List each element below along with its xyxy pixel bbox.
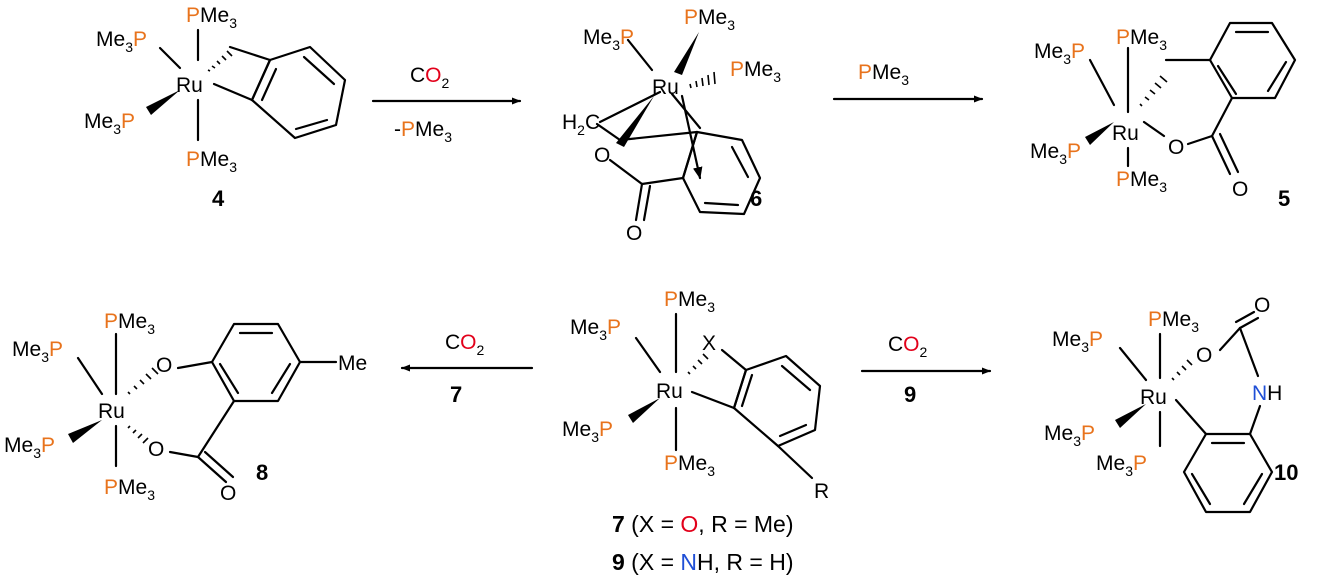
compound-10: PMe3 O Me3P O NH Ru Me3P Me3P 10 [1044, 294, 1298, 514]
methyl-label: Me [338, 352, 367, 375]
ru-label: Ru [656, 380, 683, 403]
me3p-label: Me3P [570, 316, 621, 343]
reaction-arrow-2: PMe3 [832, 61, 984, 103]
arrow-reagent-below: -PMe3 [394, 118, 452, 145]
compound-8: PMe3 Me3P O Ru Me3P O PMe3 O Me 8 [4, 310, 367, 505]
pme3-label: PMe3 [730, 58, 781, 85]
me3p-label: Me3P [12, 338, 63, 365]
arrow-reagent-above: PMe3 [858, 61, 909, 88]
pme3-label: PMe3 [104, 310, 155, 337]
compound-number: 5 [1278, 186, 1290, 211]
me3p-label: Me3P [1034, 40, 1085, 67]
compound-number: 8 [256, 460, 268, 485]
ch2-label: H2C [562, 111, 600, 138]
arrow-reagent-below: 7 [450, 382, 462, 407]
carbonyl-oxygen-label: O [1254, 294, 1270, 317]
compound-9-caption: 9 (X = NH, R = H) [612, 549, 794, 575]
compound-6: Me3P PMe3 PMe3 Ru H2C O O 6 [562, 6, 781, 245]
reaction-arrow-1: CO2 -PMe3 [371, 64, 522, 145]
me3p-label: Me3P [84, 110, 135, 137]
me3p-label: Me3P [4, 434, 55, 461]
ru-label: Ru [652, 76, 679, 99]
pme3-label: PMe3 [664, 288, 715, 315]
oxygen-label: O [594, 144, 610, 167]
pme3-label: PMe3 [186, 4, 237, 31]
me3p-label: Me3P [96, 28, 147, 55]
compound-7-9: PMe3 Me3P X Ru Me3P PMe3 R 7 (X = O, R =… [562, 288, 829, 575]
compound-number: 10 [1274, 460, 1298, 485]
arrow-reagent-above: CO2 [445, 331, 485, 358]
oxygen-label: O [148, 438, 164, 461]
me3p-label: Me3P [583, 26, 634, 53]
arrow-reagent-above: CO2 [888, 333, 928, 360]
me3p-label: Me3P [562, 418, 613, 445]
me3p-label: Me3P [1052, 328, 1103, 355]
compound-number: 4 [212, 186, 225, 211]
pme3-label: PMe3 [186, 148, 237, 175]
pme3-label: PMe3 [664, 452, 715, 479]
carbonyl-oxygen-label: O [220, 482, 236, 505]
ru-label: Ru [98, 400, 125, 423]
oxygen-label: O [1168, 136, 1184, 159]
me3p-label: Me3P [1044, 422, 1095, 449]
reaction-arrow-3: CO2 7 [400, 331, 534, 407]
carbonyl-oxygen-label: O [626, 222, 642, 245]
carbonyl-oxygen-label: O [1232, 178, 1248, 201]
compound-7-caption: 7 (X = O, R = Me) [612, 511, 794, 537]
ru-label: Ru [176, 74, 203, 97]
compound-4: PMe3 Me3P Ru Me3P PMe3 4 [84, 4, 347, 211]
pme3-label: PMe3 [104, 476, 155, 503]
me3p-label: Me3P [1096, 452, 1147, 479]
oxygen-label: O [1196, 344, 1212, 367]
ru-label: Ru [1140, 386, 1167, 409]
oxygen-label: O [156, 354, 172, 377]
r-label: R [814, 480, 829, 503]
arrow-reagent-above: CO2 [410, 64, 450, 91]
ru-label: Ru [1112, 122, 1139, 145]
pme3-label: PMe3 [1116, 26, 1167, 53]
reaction-arrow-4: CO2 9 [860, 333, 992, 407]
x-label: X [702, 332, 716, 355]
me3p-label: Me3P [1030, 140, 1081, 167]
nh-label: NH [1252, 382, 1282, 405]
compound-number: 6 [750, 186, 762, 211]
pme3-label: PMe3 [1116, 168, 1167, 195]
pme3-label: PMe3 [684, 6, 735, 33]
arrow-reagent-below: 9 [904, 382, 916, 407]
pme3-label: PMe3 [1148, 308, 1199, 335]
compound-5: Me3P PMe3 Ru O Me3P PMe3 O 5 [1030, 21, 1297, 211]
